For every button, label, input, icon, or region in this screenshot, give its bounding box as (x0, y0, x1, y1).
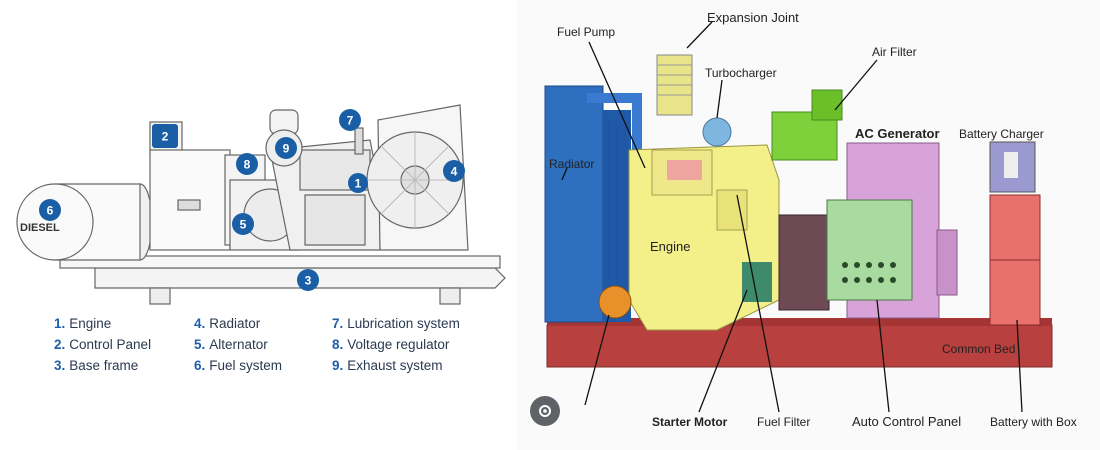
label-starter-motor: Starter Motor (652, 415, 728, 429)
legend-item-radiator: 4.Radiator (194, 316, 261, 331)
svg-text:1: 1 (355, 177, 362, 191)
generator-labeled-schematic: Expansion Joint Fuel Pump Turbocharger A… (517, 0, 1100, 450)
label-ac-generator: AC Generator (855, 126, 940, 141)
badge-4: 4 (443, 160, 465, 182)
badge-5: 5 (232, 213, 254, 235)
svg-text:7: 7 (347, 114, 354, 128)
svg-text:3: 3 (305, 274, 312, 288)
legend-item-lubrication-system: 7.Lubrication system (332, 316, 460, 331)
generator-illustration: DIESEL 1 2 3 4 5 6 7 8 9 (16, 104, 506, 305)
label-radiator: Radiator (549, 157, 594, 171)
label-turbocharger: Turbocharger (705, 66, 777, 80)
legend-item-control-panel: 2.Control Panel (54, 337, 152, 352)
svg-text:9: 9 (283, 142, 290, 156)
svg-text:6: 6 (47, 204, 54, 218)
label-expansion-joint: Expansion Joint (707, 10, 799, 25)
label-common-bed: Common Bed (942, 342, 1015, 356)
auto-control-panel (826, 199, 913, 301)
generator-components-diagram: DIESEL 1 2 3 4 5 6 7 8 9 1.Engine 2.Cont… (0, 0, 520, 450)
starter-motor (598, 285, 632, 319)
badge-2: 2 (152, 124, 178, 148)
svg-text:4: 4 (451, 165, 458, 179)
label-auto-control-panel: Auto Control Panel (852, 414, 961, 429)
label-battery-charger: Battery Charger (959, 127, 1044, 141)
radiator (544, 85, 604, 323)
leader-lines (561, 21, 1023, 413)
legend-item-exhaust-system: 9.Exhaust system (332, 358, 443, 373)
label-engine: Engine (650, 239, 690, 254)
label-battery-with-box: Battery with Box (990, 415, 1077, 429)
tank-label: DIESEL (20, 222, 60, 234)
legend-item-alternator: 5.Alternator (194, 337, 268, 352)
badge-8: 8 (236, 153, 258, 175)
badge-9: 9 (275, 137, 297, 159)
label-air-filter: Air Filter (872, 45, 917, 59)
legend-item-fuel-system: 6.Fuel system (194, 358, 283, 373)
label-fuel-filter: Fuel Filter (757, 415, 810, 429)
common-bed (546, 324, 1053, 368)
legend-item-base-frame: 3.Base frame (54, 358, 139, 373)
legend-item-voltage-regulator: 8.Voltage regulator (332, 337, 450, 352)
schematic-illustration: Expansion Joint Fuel Pump Turbocharger A… (544, 10, 1077, 429)
badge-7: 7 (339, 109, 361, 131)
badge-6: 6 (39, 199, 61, 221)
svg-text:5: 5 (240, 218, 247, 232)
svg-text:8: 8 (244, 158, 251, 172)
legend-item-engine: 1.Engine (54, 316, 112, 331)
label-fuel-pump: Fuel Pump (557, 25, 615, 39)
badge-3: 3 (297, 269, 319, 291)
google-lens-icon[interactable] (530, 396, 560, 426)
svg-text:2: 2 (162, 130, 169, 144)
component-badges: 1 2 3 4 5 6 7 8 9 (39, 109, 465, 291)
badge-1: 1 (348, 173, 368, 193)
